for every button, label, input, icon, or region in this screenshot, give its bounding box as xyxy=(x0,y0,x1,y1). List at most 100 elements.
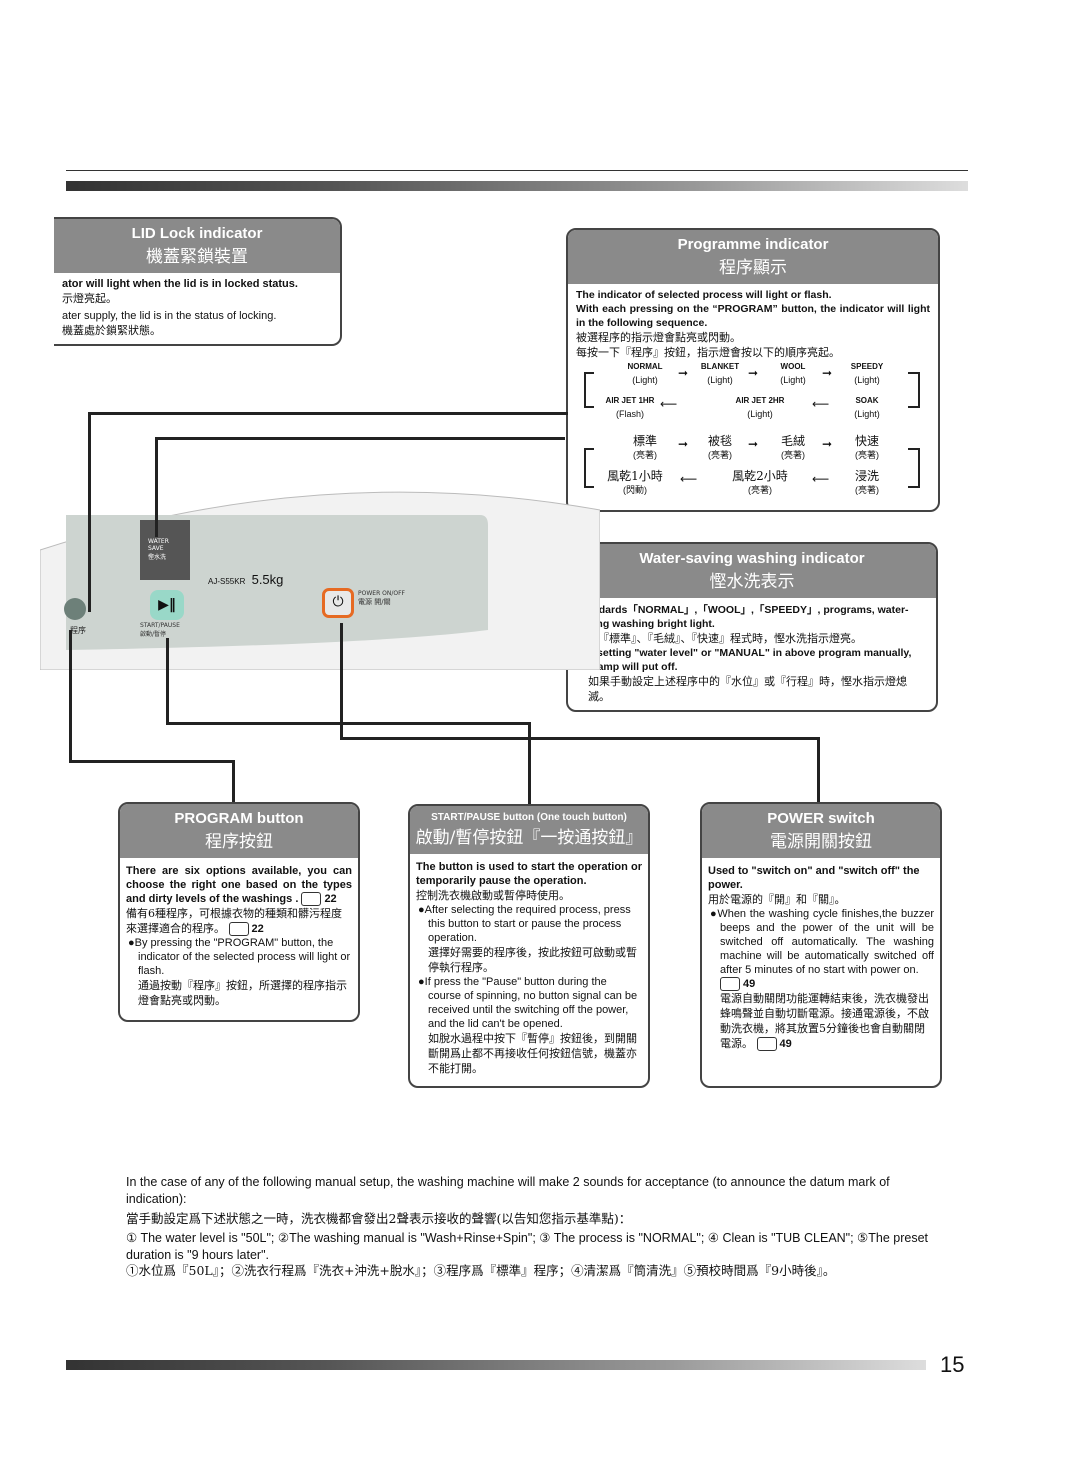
seq-airjet2-state: (Light) xyxy=(747,409,773,419)
bottom-gradient-bar xyxy=(66,1360,926,1370)
lid-lock-header: LID Lock indicator 機蓋緊鎖裝置 xyxy=(54,219,340,273)
lid-lock-title-en: LID Lock indicator xyxy=(131,225,263,242)
lid-lock-box: LID Lock indicator 機蓋緊鎖裝置 ator will ligh… xyxy=(54,217,342,346)
seq-zh-airjet2: 風乾2小時 xyxy=(732,469,788,483)
water-saving-line1: Standards「NORMAL」,「WOOL」,「SPEEDY」, progr… xyxy=(576,604,909,630)
seq-zh-speedy: 快速 xyxy=(854,434,879,448)
seq-blanket: BLANKET xyxy=(700,362,740,371)
water-save-panel: WATER SAVE 慳水洗 xyxy=(140,520,190,580)
seq-bracket-right xyxy=(908,372,920,408)
programme-indicator-box: Programme indicator 程序顯示 The indicator o… xyxy=(566,228,940,512)
lid-lock-title-zh: 機蓋緊鎖裝置 xyxy=(146,247,248,267)
programme-indicator-title-zh: 程序顯示 xyxy=(719,258,787,278)
connector-line xyxy=(166,722,531,725)
programme-indicator-line2: With each pressing on the “PROGRAM” butt… xyxy=(576,303,930,329)
power-switch-p1: Used to "switch on" and "switch off" the… xyxy=(708,865,920,891)
arrow-left-icon: ⟵ xyxy=(660,397,678,411)
bullet-icon: ● xyxy=(128,937,135,950)
seq-speedy: SPEEDY xyxy=(850,362,884,371)
start-pause-p2: 控制洗衣機啟動或暫停時使用。 xyxy=(416,889,570,902)
program-button-ref2: 22 xyxy=(251,923,264,936)
seq-zh-wool: 毛絨 xyxy=(780,434,805,448)
programme-indicator-title-en: Programme indicator xyxy=(677,236,829,253)
seq-normal: NORMAL xyxy=(627,362,663,371)
connector-line xyxy=(88,412,91,612)
power-label: POWER ON/OFF xyxy=(358,590,405,597)
program-button-box: PROGRAM button 程序按鈕 There are six option… xyxy=(118,802,360,1022)
seq-zh-normal-state: (亮著) xyxy=(633,450,657,460)
power-label-zh: 電源 開/關 xyxy=(358,598,391,606)
water-save-label-zh: 慳水洗 xyxy=(148,554,167,561)
bullet-icon: ● xyxy=(418,976,425,988)
start-pause-p3: After selecting the required process, pr… xyxy=(424,904,631,944)
model-capacity: 5.5kg xyxy=(251,572,284,587)
water-saving-title-zh: 慳水洗表示 xyxy=(709,572,795,592)
program-button-p3: By pressing the "PROGRAM" button, the in… xyxy=(134,937,351,978)
power-switch-title-zh: 電源開關按鈕 xyxy=(770,832,872,852)
panel-program-zh: 程序 xyxy=(70,626,86,635)
connector-line xyxy=(232,760,235,802)
top-rule xyxy=(66,170,968,171)
connector-line xyxy=(69,760,234,763)
arrow-right-icon: ➞ xyxy=(678,437,689,451)
power-switch-title-en: POWER switch xyxy=(767,810,875,827)
arrow-right-icon: ➞ xyxy=(748,366,759,380)
seq-zh-airjet1-state: (閃動) xyxy=(623,485,647,495)
seq-bracket-left xyxy=(584,372,594,408)
seq-soak-state: (Light) xyxy=(854,409,880,419)
start-pause-title-en: START/PAUSE button (One touch button) xyxy=(431,812,627,823)
lid-lock-line2: 示燈亮起。 xyxy=(62,292,117,305)
power-button[interactable]: ⏻ xyxy=(322,588,354,618)
arrow-left-icon: ⟵ xyxy=(680,472,698,486)
start-pause-p6: 如脫水過程中按下『暫停』按鈕後，到開關斷開爲止都不再接收任何按鈕信號，機蓋亦不能… xyxy=(428,1032,637,1075)
connector-line xyxy=(155,437,565,440)
hand-pointer-icon xyxy=(720,977,740,992)
seq-zh-speedy-state: (亮著) xyxy=(855,450,879,460)
seq-soak: SOAK xyxy=(855,396,879,405)
program-button-title-zh: 程序按鈕 xyxy=(205,832,273,852)
arrow-left-icon: ⟵ xyxy=(812,397,830,411)
water-saving-line3: ※ If setting "water level" or "MANUAL" i… xyxy=(576,647,912,673)
seq-airjet1: AIR JET 1HR xyxy=(605,396,655,405)
model-label: AJ-S55KR 5.5kg xyxy=(208,572,283,587)
hand-pointer-icon xyxy=(301,892,322,907)
arrow-right-icon: ➞ xyxy=(678,366,689,380)
connector-line xyxy=(69,630,72,762)
start-pause-p1: The button is used to start the operatio… xyxy=(416,861,642,887)
program-label-panel: 程序 xyxy=(64,545,134,645)
connector-line xyxy=(817,737,820,803)
arrow-right-icon: ➞ xyxy=(822,437,833,451)
water-saving-line2: 設定『標準』、『毛絨』、『快速』程式時，慳水洗指示燈亮。 xyxy=(576,632,862,645)
connector-line xyxy=(340,623,343,740)
water-saving-header: Water-saving washing indicator 慳水洗表示 xyxy=(568,544,936,598)
start-pause-p5: If press the "Pause" button during the c… xyxy=(424,976,638,1030)
bullet-icon: ● xyxy=(710,908,718,920)
start-pause-title-zh: 啟動/暫停按鈕『一按通按鈕』 xyxy=(415,828,643,848)
water-save-label: WATER SAVE xyxy=(148,538,169,552)
top-gradient-bar xyxy=(66,181,968,191)
page-number: 15 xyxy=(940,1352,965,1377)
program-button-p2: 備有6種程序，可根據衣物的種類和髒污程度來選擇適合的程序。 xyxy=(126,907,342,936)
power-switch-header: POWER switch 電源開關按鈕 xyxy=(702,804,940,858)
lid-lock-line4: 機蓋處於鎖緊狀態。 xyxy=(62,324,161,337)
arrow-right-icon: ➞ xyxy=(822,366,833,380)
water-saving-box: Water-saving washing indicator 慳水洗表示 Sta… xyxy=(566,542,938,712)
power-switch-ref2: 49 xyxy=(779,1038,792,1051)
power-panel-label: POWER ON/OFF 電源 開/關 xyxy=(358,590,405,607)
bullet-icon: ● xyxy=(418,904,425,916)
water-saving-line4: 如果手動設定上述程序中的『水位』或『行程』時，慳水指示燈熄滅。 xyxy=(588,675,907,703)
program-button-title-en: PROGRAM button xyxy=(174,810,304,827)
start-pause-button[interactable]: ▶‖ xyxy=(150,590,184,620)
start-pause-label: START/PAUSE xyxy=(140,622,180,629)
seq-zh-wool-state: (亮著) xyxy=(781,450,805,460)
program-button-icon[interactable] xyxy=(64,598,86,620)
program-button-p1: There are six options available, you can… xyxy=(126,865,352,905)
program-button-ref1: 22 xyxy=(324,893,337,905)
seq-zh-airjet2-state: (亮著) xyxy=(748,485,772,495)
footer-zh1: 當手動設定爲下述狀態之一時，洗衣機都會發出2聲表示接收的聲響(以告知您指示基準點… xyxy=(126,1211,632,1226)
seq-wool-state: (Light) xyxy=(780,375,806,385)
start-pause-panel-label: START/PAUSE 啟動/暫停 xyxy=(140,622,200,638)
seq-airjet1-state: (Flash) xyxy=(615,409,644,419)
seq-zh-normal: 標準 xyxy=(632,434,657,448)
program-button-header: PROGRAM button 程序按鈕 xyxy=(120,804,358,858)
